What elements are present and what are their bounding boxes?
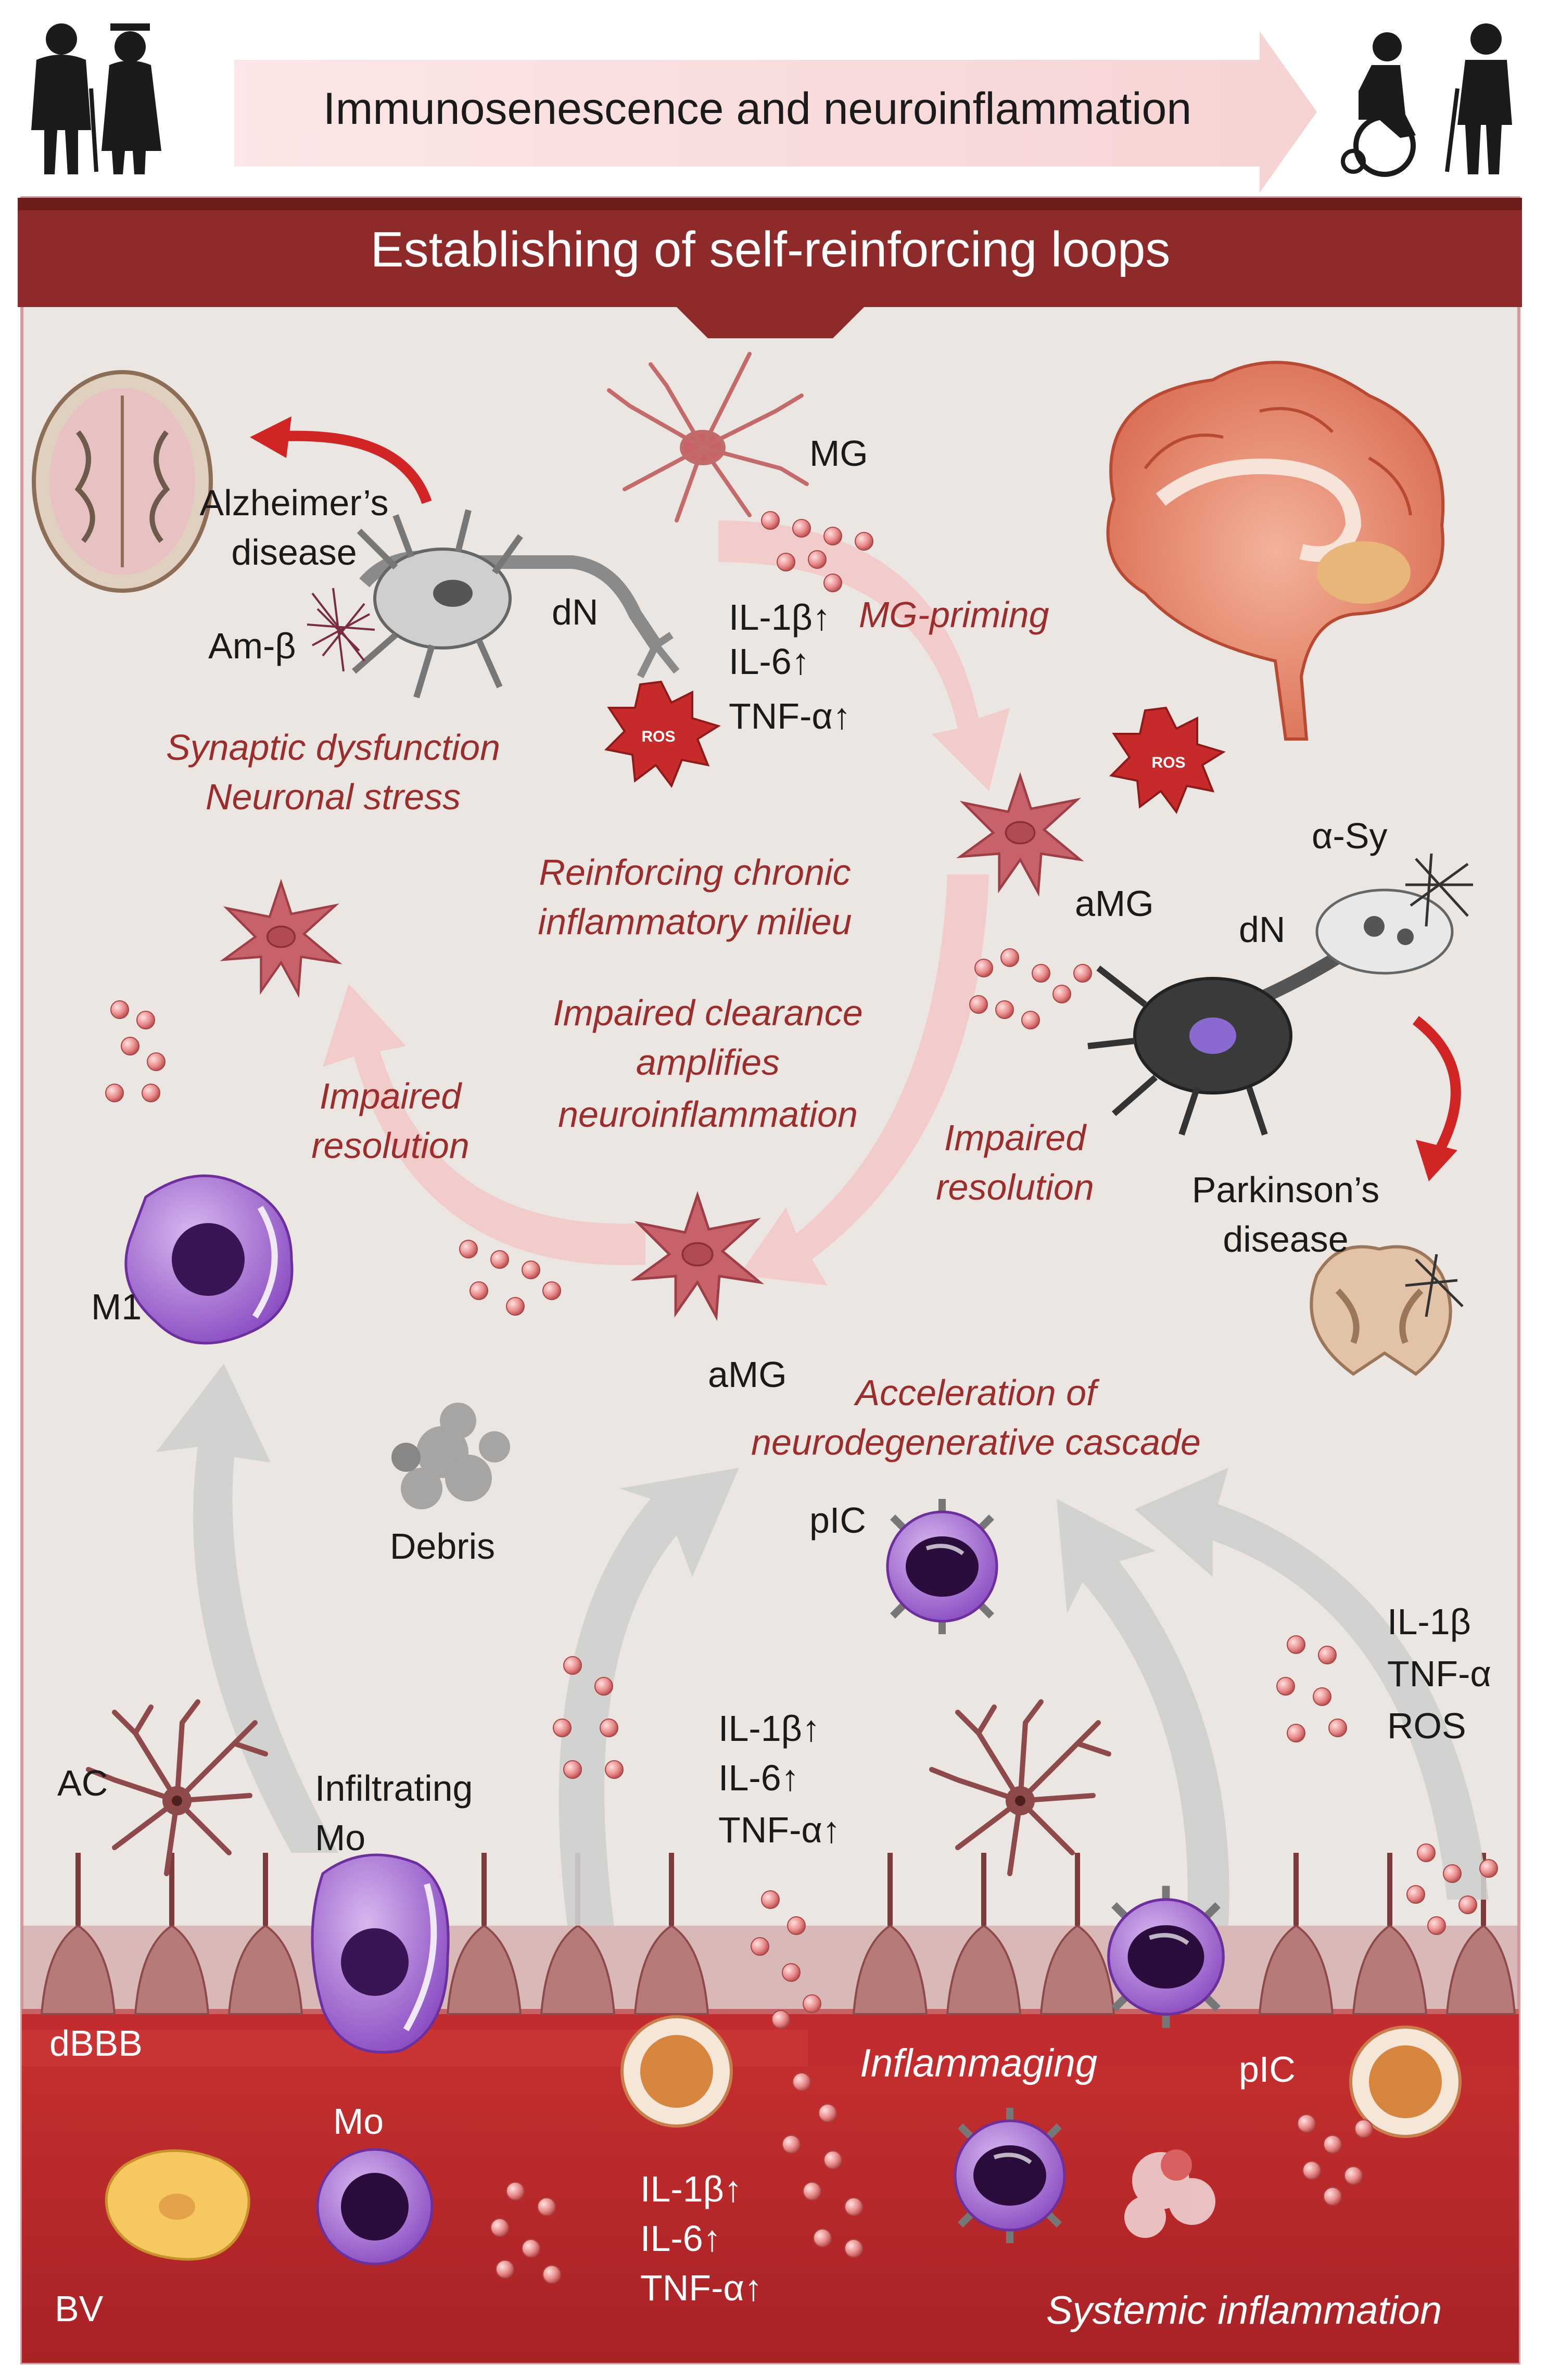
label-parkinsons-1: Parkinson’s — [1192, 1169, 1380, 1210]
midbrain-slice-icon — [1310, 1245, 1464, 1376]
label-amg-right: aMG — [1075, 883, 1154, 924]
yellow-cell — [105, 2149, 250, 2261]
label-inflammaging: Inflammaging — [860, 2041, 1097, 2085]
label-impaired-res-left-1: Impaired — [320, 1076, 462, 1116]
label-infiltrating-2: Mo — [315, 1817, 365, 1858]
label-mg-priming: MG-priming — [859, 594, 1049, 635]
orange-cell-2 — [1349, 2026, 1462, 2138]
gray-migration-arrows — [156, 1364, 1489, 1926]
label-dbbb: dBBB — [49, 2023, 143, 2064]
banner-title: Establishing of self-reinforcing loops — [371, 222, 1171, 277]
label-bv: BV — [55, 2288, 104, 2329]
ros-badge-1: ROS — [641, 728, 675, 745]
wheelchair-couple-icon — [1341, 23, 1512, 177]
label-reinforcing-2: inflammatory milieu — [538, 901, 852, 942]
infiltrating-monocyte — [311, 1853, 450, 2054]
cytokine-top-il1b: IL-1β↑ — [729, 597, 831, 638]
alzheimers-arrow — [250, 416, 432, 504]
label-mo: Mo — [333, 2101, 384, 2142]
cytokine-mid-tnfa: TNF-α↑ — [718, 1810, 841, 1850]
label-impaired-res-right-2: resolution — [936, 1167, 1094, 1207]
brain-slice-icon — [32, 370, 213, 593]
cytokine-mid-il1b: IL-1β↑ — [718, 1708, 820, 1749]
label-impaired-res-right-1: Impaired — [944, 1117, 1087, 1158]
parkinsons-arrow — [1412, 1016, 1461, 1181]
label-systemic: Systemic inflammation — [1046, 2288, 1442, 2333]
loop-banner — [18, 198, 1522, 338]
label-acceleration-1: Acceleration of — [853, 1372, 1100, 1413]
inflammatory-loop-arrows — [323, 520, 1010, 1286]
label-debris: Debris — [390, 1526, 495, 1567]
resting-microglia — [607, 352, 809, 523]
label-impaired-clearance-2: amplifies — [636, 1042, 780, 1083]
debris — [391, 1403, 510, 1509]
label-pic-bottom: pIC — [1239, 2049, 1296, 2090]
cytokine-bv-il1b: IL-1β↑ — [640, 2169, 742, 2209]
degenerating-neuron-right — [1087, 853, 1473, 1136]
label-infiltrating-1: Infiltrating — [315, 1768, 473, 1809]
cytokine-bv-tnfa: TNF-α↑ — [640, 2268, 763, 2308]
degenerating-neuron-top — [352, 509, 680, 698]
label-dn-right: dN — [1239, 909, 1285, 950]
label-parkinsons-2: disease — [1223, 1219, 1348, 1259]
cytokine-top-il6: IL-6↑ — [729, 641, 810, 682]
cytokine-bv-il6: IL-6↑ — [640, 2218, 721, 2259]
label-impaired-clearance-1: Impaired clearance — [553, 992, 862, 1033]
header-title: Immunosenescence and neuroinflammation — [323, 84, 1191, 134]
monocyte-bv — [316, 2148, 434, 2266]
label-impaired-res-left-2: resolution — [311, 1125, 470, 1166]
label-alzheimers-2: disease — [231, 532, 357, 572]
label-dn-top: dN — [552, 592, 598, 632]
label-m1: M1 — [91, 1287, 142, 1327]
ros-burst-icon — [604, 680, 1226, 814]
elderly-couple-icon — [31, 23, 161, 174]
ros-badge-2: ROS — [1151, 754, 1185, 771]
orange-cell-1 — [620, 2015, 733, 2128]
label-pic-mid: pIC — [809, 1500, 866, 1541]
cytokine-right-il1b: IL-1β — [1387, 1601, 1471, 1642]
cytokine-right-ros: ROS — [1387, 1706, 1466, 1746]
label-acceleration-2: neurodegenerative cascade — [751, 1422, 1201, 1462]
label-alpha-sy: α-Sy — [1312, 816, 1387, 856]
cytokine-top-tnfa: TNF-α↑ — [729, 696, 851, 736]
amyloid-beta-plaque — [307, 588, 375, 672]
brain-icon — [1106, 361, 1445, 741]
endfeet-row — [22, 1853, 1519, 2015]
label-impaired-clearance-3: neuroinflammation — [558, 1094, 858, 1135]
label-alzheimers-1: Alzheimer’s — [199, 482, 388, 523]
label-amg-bottom: aMG — [708, 1354, 787, 1395]
cytokine-mid-il6: IL-6↑ — [718, 1758, 800, 1798]
header-arrow — [234, 31, 1317, 193]
label-am-beta: Am-β — [208, 626, 296, 666]
label-mg: MG — [809, 433, 868, 474]
m1-macrophage — [124, 1174, 294, 1345]
label-ac: AC — [57, 1763, 108, 1803]
label-reinforcing-1: Reinforcing chronic — [539, 852, 851, 893]
debris-bv — [1124, 2149, 1215, 2238]
label-neuronal-stress: Neuronal stress — [206, 777, 461, 817]
label-synaptic: Synaptic dysfunction — [166, 727, 500, 768]
cytokine-right-tnfa: TNF-α — [1387, 1653, 1491, 1694]
